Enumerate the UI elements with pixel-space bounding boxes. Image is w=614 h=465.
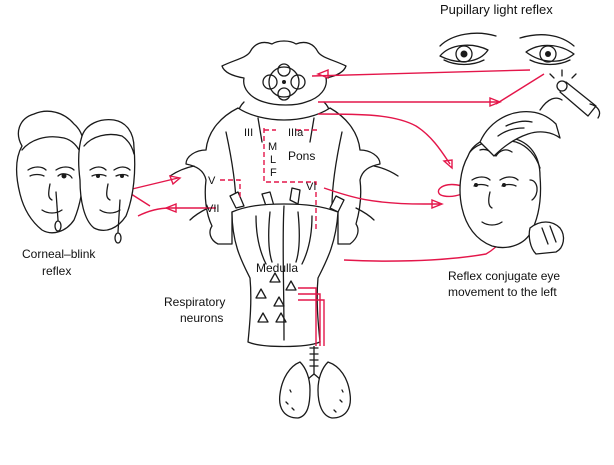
brainstem <box>169 40 399 348</box>
respiratory-neuron-markers <box>255 272 297 323</box>
label-conjugate-2: movement to the left <box>448 285 557 299</box>
label-mlf-f: F <box>270 167 277 179</box>
conjugate-face <box>459 97 565 255</box>
reflex-pathways <box>127 68 545 346</box>
label-corneal-blink-2: reflex <box>42 264 71 278</box>
labels: Pupillary light reflex Corneal–blink ref… <box>22 2 560 325</box>
penlight-icon <box>549 69 601 119</box>
label-nerve-iiia: IIIa <box>288 127 304 139</box>
corneal-faces <box>15 110 136 244</box>
label-respiratory-2: neurons <box>180 311 223 325</box>
lungs <box>278 346 352 419</box>
label-pons: Pons <box>288 149 315 163</box>
pupillary-eyes <box>439 32 601 119</box>
label-mlf-m: M <box>268 141 277 153</box>
label-respiratory-1: Respiratory <box>164 295 225 309</box>
midbrain <box>221 40 347 106</box>
left-lung <box>278 361 311 419</box>
face-left-rear <box>15 110 86 234</box>
label-conjugate-1: Reflex conjugate eye <box>448 269 560 283</box>
face-left-front <box>78 118 136 244</box>
label-pupillary-light-reflex: Pupillary light reflex <box>440 2 553 17</box>
label-corneal-blink-1: Corneal–blink <box>22 247 96 261</box>
label-mlf-l: L <box>270 154 276 166</box>
label-medulla: Medulla <box>256 261 298 275</box>
label-nerve-vi: VI <box>306 181 316 193</box>
label-nerve-vii: VII <box>206 203 219 215</box>
medulla <box>231 203 339 348</box>
right-lung <box>317 361 352 419</box>
label-nerve-v: V <box>208 175 216 187</box>
label-nerve-iii: III <box>244 127 253 139</box>
